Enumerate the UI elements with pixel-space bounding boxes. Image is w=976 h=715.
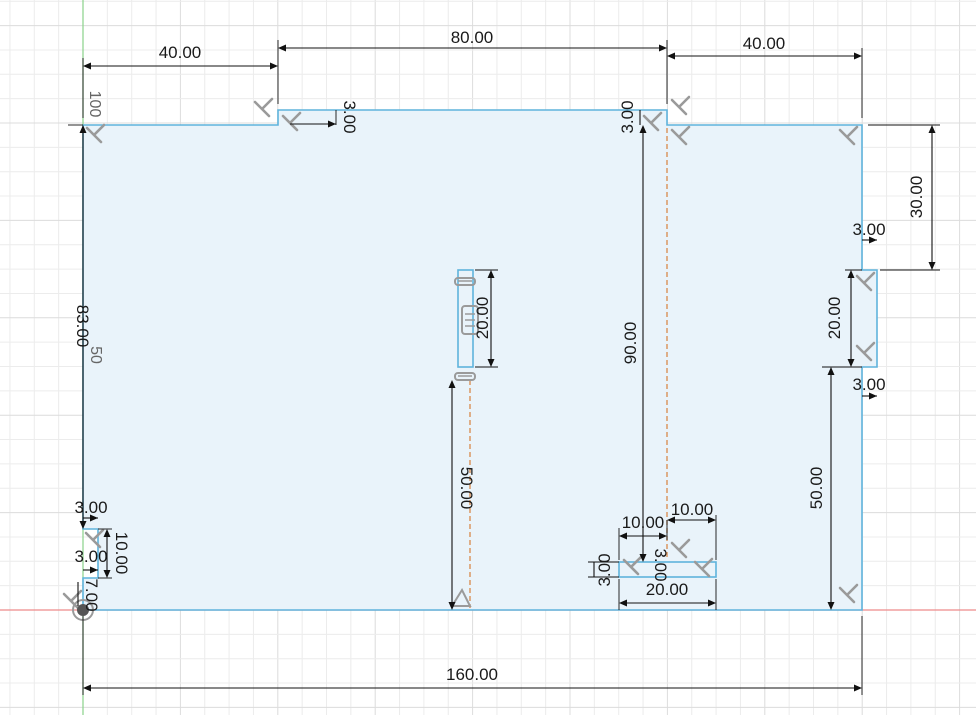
perpendicular-constraint-icon[interactable] [693,557,714,578]
dim-bottom-slot-right[interactable]: 10.00 [671,500,714,519]
dim-left-notch-depth-top[interactable]: 3.00 [74,498,107,517]
dim-left-notch-depth-bottom[interactable]: 3.00 [74,547,107,566]
horizontal-slot-outline[interactable] [618,561,717,578]
dim-overall-width[interactable]: 160.00 [446,665,498,684]
dim-bottom-slot-width[interactable]: 20.00 [646,580,689,599]
dim-top-notch-depth-right[interactable]: 3.00 [618,100,637,133]
dim-top-right-width[interactable]: 40.00 [743,34,786,53]
dim-center-line-height[interactable]: 90.00 [621,322,640,365]
perpendicular-constraint-icon[interactable] [855,341,876,362]
perpendicular-constraint-icon[interactable] [670,95,691,116]
dim-slot-offset[interactable]: 50.00 [457,467,476,510]
dimension-arrowheads [79,44,936,692]
dim-left-notch-height[interactable]: 10.00 [112,532,131,575]
dimension-labels[interactable]: 40.00 80.00 40.00 3.00 3.00 30.00 3.00 2… [73,28,926,684]
dim-top-left-width[interactable]: 40.00 [159,43,202,62]
dim-left-height[interactable]: 83.00 [73,305,92,348]
dim-right-notch-depth-bottom[interactable]: 3.00 [852,375,885,394]
dim-right-notch-height[interactable]: 20.00 [825,297,844,340]
perpendicular-constraint-icon[interactable] [281,111,302,132]
dim-bottom-slot-height-2[interactable]: 3.00 [651,548,670,581]
profile-outline[interactable] [82,109,878,611]
perpendicular-constraint-icon[interactable] [642,111,663,132]
perpendicular-constraint-icon[interactable] [838,125,859,146]
dim-left-bottom-offset[interactable]: 7.00 [82,578,101,611]
vertical-slot-outline[interactable] [457,269,474,368]
dim-top-center-width[interactable]: 80.00 [451,28,494,47]
midpoint-constraint-icon[interactable] [450,587,472,607]
axis-label-100: 100 [86,91,103,118]
perpendicular-constraint-icon[interactable] [838,583,859,604]
perpendicular-constraint-icon[interactable] [670,125,691,146]
dim-right-notch-depth-top[interactable]: 3.00 [852,220,885,239]
profile-region[interactable] [83,110,877,610]
perpendicular-constraint-icon[interactable] [84,528,105,549]
perpendicular-constraint-icon[interactable] [253,97,274,118]
constraint-glyphs[interactable] [62,95,876,621]
perpendicular-constraint-icon[interactable] [85,123,106,144]
perpendicular-constraint-icon[interactable] [670,538,691,559]
axis-label-50: 50 [87,346,104,364]
equal-constraint-icon[interactable] [461,305,479,335]
perpendicular-constraint-icon[interactable] [62,589,83,610]
dim-right-bottom-height[interactable]: 50.00 [807,467,826,510]
dim-bottom-slot-height[interactable]: 3.00 [595,553,614,586]
parallel-constraint-icon[interactable] [454,372,476,381]
dim-top-notch-depth-left[interactable]: 3.00 [340,100,359,133]
perpendicular-constraint-icon[interactable] [855,271,876,292]
dim-bottom-slot-left[interactable]: 10.00 [622,513,665,532]
perpendicular-constraint-icon[interactable] [622,555,643,576]
parallel-constraint-icon[interactable] [454,277,476,286]
dim-right-top-offset[interactable]: 30.00 [907,176,926,219]
dim-slot-height[interactable]: 20.00 [473,297,492,340]
